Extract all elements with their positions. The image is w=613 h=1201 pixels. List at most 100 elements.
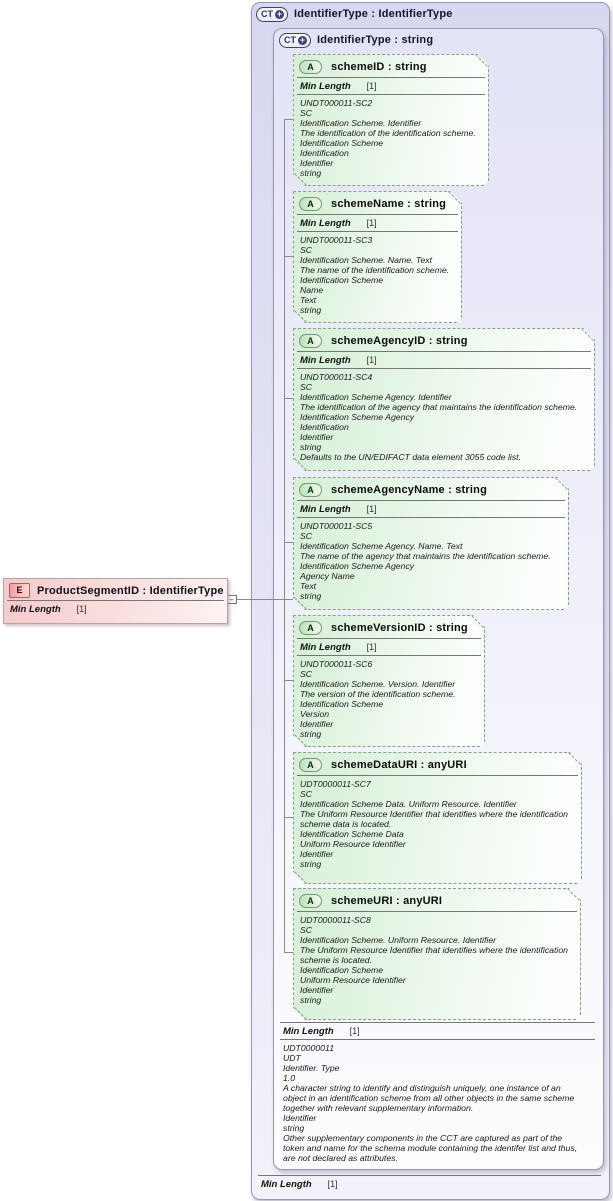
attribute-header: A schemeURI : anyURI: [294, 889, 580, 911]
facet-value: [1]: [327, 1179, 338, 1189]
element-title: ProductSegmentID : IdentifierType: [37, 584, 224, 597]
facet-row: Min Length [1]: [294, 215, 461, 231]
attribute-header: A schemeDataURI : anyURI: [294, 753, 581, 775]
attribute-title: schemeDataURI : anyURI: [331, 759, 467, 771]
divider: [297, 231, 458, 232]
facet-value: [1]: [349, 1026, 360, 1036]
complextype-header-outer[interactable]: CT + IdentifierType : IdentifierType: [256, 6, 453, 22]
facet-value: [1]: [366, 81, 377, 91]
attribute-title: schemeAgencyName : string: [331, 484, 487, 496]
divider: [258, 1175, 601, 1176]
complextype-title: IdentifierType : IdentifierType: [294, 8, 453, 20]
divider: [297, 655, 481, 656]
attribute-stub-line: [284, 817, 293, 818]
annotation-text: UNDT000011-SC3 SC Identification Scheme.…: [300, 235, 450, 315]
attribute-box-scheme-version-id[interactable]: A schemeVersionID : string Min Length [1…: [293, 615, 485, 747]
divider: [297, 911, 577, 912]
attribute-stub-line: [284, 680, 293, 681]
facet-value: [1]: [366, 504, 377, 514]
attribute-badge: A: [299, 334, 322, 348]
attribute-badge: A: [299, 197, 322, 211]
attribute-badge: A: [299, 894, 322, 908]
attribute-header: A schemeID : string: [294, 55, 488, 77]
facet-name: Min Length: [10, 604, 61, 615]
facet-value: [1]: [366, 355, 377, 365]
attribute-box-scheme-agency-name[interactable]: A schemeAgencyName : string Min Length […: [293, 477, 569, 610]
divider: [7, 600, 224, 601]
facet-row: Min Length [1]: [294, 501, 568, 517]
facet-value: [1]: [366, 642, 377, 652]
inner-type-footer: Min Length [1] UDT0000011 UDT Identifier…: [277, 1022, 598, 1167]
facet-name: Min Length: [261, 1179, 312, 1190]
attribute-header: A schemeAgencyName : string: [294, 478, 568, 500]
complextype-badge: CT +: [279, 32, 311, 48]
element-header: E ProductSegmentID : IdentifierType: [4, 579, 227, 600]
facet-row: Min Length [1]: [294, 352, 594, 368]
annotation-text: UDT0000011 UDT Identifier. Type 1.0 A ch…: [283, 1043, 578, 1163]
divider: [280, 1022, 595, 1023]
divider: [297, 368, 591, 369]
attribute-badge: A: [299, 60, 322, 74]
attribute-stub-line: [284, 542, 293, 543]
element-badge: E: [9, 583, 30, 598]
facet-name: Min Length: [300, 81, 351, 92]
complextype-badge: CT +: [256, 6, 288, 22]
plus-icon: +: [298, 34, 307, 45]
divider: [297, 214, 458, 215]
divider: [297, 775, 578, 776]
complextype-badge-label: CT: [261, 8, 273, 19]
attribute-badge: A: [299, 758, 322, 772]
attribute-header: A schemeAgencyID : string: [294, 329, 594, 351]
attribute-stub-line: [284, 398, 293, 399]
facet-value: [1]: [76, 604, 87, 614]
divider: [280, 1039, 595, 1040]
connector-line: [237, 599, 293, 600]
facet-row: Min Length [1]: [277, 1023, 598, 1039]
attribute-title: schemeAgencyID : string: [331, 335, 468, 347]
complextype-header-inner[interactable]: CT + IdentifierType : string: [279, 32, 433, 48]
attribute-header: A schemeName : string: [294, 192, 461, 214]
annotation-text: UNDT000011-SC6 SC Identification Scheme.…: [300, 659, 456, 739]
attribute-title: schemeVersionID : string: [331, 622, 468, 634]
facet-value: [1]: [366, 218, 377, 228]
attribute-header: A schemeVersionID : string: [294, 616, 484, 638]
attribute-stub-line: [284, 952, 293, 953]
attribute-title: schemeURI : anyURI: [331, 895, 443, 907]
facet-name: Min Length: [300, 504, 351, 515]
annotation-text: UNDT000011-SC2 SC Identification Scheme.…: [300, 98, 476, 178]
facet-name: Min Length: [283, 1026, 334, 1037]
facet-name: Min Length: [300, 642, 351, 653]
attribute-stub-line: [284, 256, 293, 257]
plus-icon: +: [275, 8, 284, 19]
facet-row: Min Length [1]: [294, 639, 484, 655]
attribute-stub-line: [284, 119, 293, 120]
annotation-text: UNDT000011-SC4 SC Identification Scheme …: [300, 372, 578, 462]
outer-type-footer: Min Length [1]: [255, 1175, 604, 1192]
divider: [297, 94, 485, 95]
attribute-box-scheme-id[interactable]: A schemeID : string Min Length [1] UNDT0…: [293, 54, 489, 186]
facet-name: Min Length: [300, 355, 351, 366]
attribute-badge: A: [299, 621, 322, 635]
facet-row: Min Length [1]: [255, 1176, 604, 1192]
attribute-title: schemeName : string: [331, 198, 447, 210]
annotation-text: UDT0000011-SC8 SC Identification Scheme.…: [300, 915, 569, 1005]
facet-row: Min Length [1]: [4, 601, 227, 617]
divider: [297, 500, 565, 501]
facet-name: Min Length: [300, 218, 351, 229]
attribute-trunk-line: [284, 119, 285, 953]
attribute-title: schemeID : string: [331, 61, 427, 73]
attribute-box-scheme-uri[interactable]: A schemeURI : anyURI UDT0000011-SC8 SC I…: [293, 888, 581, 1020]
complextype-title: IdentifierType : string: [317, 34, 434, 46]
attribute-box-scheme-name[interactable]: A schemeName : string Min Length [1] UND…: [293, 191, 462, 323]
annotation-text: UNDT000011-SC5 SC Identification Scheme …: [300, 521, 551, 601]
divider: [297, 517, 565, 518]
element-box-productsegmentid[interactable]: E ProductSegmentID : IdentifierType Min …: [3, 578, 228, 624]
divider: [297, 77, 485, 78]
attribute-box-scheme-data-uri[interactable]: A schemeDataURI : anyURI UDT0000011-SC7 …: [293, 752, 582, 884]
attribute-box-scheme-agency-id[interactable]: A schemeAgencyID : string Min Length [1]…: [293, 328, 595, 471]
complextype-badge-label: CT: [284, 34, 296, 45]
divider: [297, 351, 591, 352]
attribute-badge: A: [299, 483, 322, 497]
divider: [297, 638, 481, 639]
